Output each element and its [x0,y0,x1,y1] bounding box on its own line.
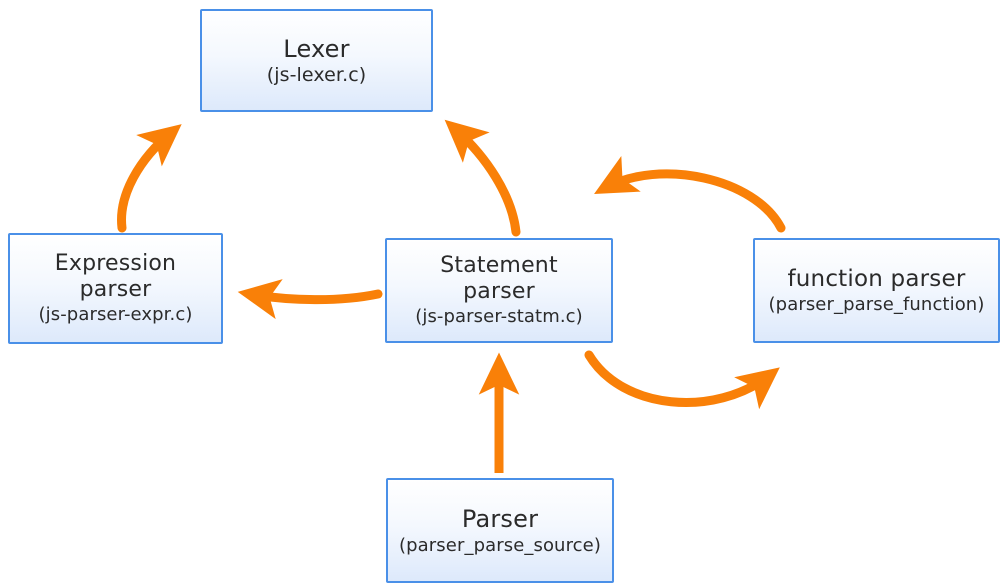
node-statement-parser-title: Statement parser [440,253,558,305]
node-lexer-title: Lexer [283,34,350,63]
node-lexer[interactable]: Lexer (js-lexer.c) [200,9,433,112]
node-statement-parser-subtitle: (js-parser-statm.c) [415,306,583,328]
node-parser[interactable]: Parser (parser_parse_source) [386,478,614,583]
node-function-parser-title: function parser [787,265,966,292]
node-statement-parser[interactable]: Statement parser (js-parser-statm.c) [385,238,613,343]
edge-statement-to-function [584,350,780,410]
edge-expression-to-lexer [117,124,182,233]
node-function-parser-subtitle: (parser_parse_function) [768,293,985,315]
node-parser-title: Parser [461,505,539,534]
node-expression-parser-title: Expression parser [54,251,177,303]
node-function-parser[interactable]: function parser (parser_parse_function) [753,238,1000,343]
node-expression-parser-subtitle: (js-parser-expr.c) [38,304,193,326]
node-lexer-subtitle: (js-lexer.c) [266,63,367,86]
edge-function-to-statement [594,156,786,233]
edge-statement-to-expression [237,279,383,320]
node-parser-subtitle: (parser_parse_source) [399,534,601,556]
node-expression-parser[interactable]: Expression parser (js-parser-expr.c) [8,233,223,344]
edge-statement-to-lexer [444,119,521,237]
